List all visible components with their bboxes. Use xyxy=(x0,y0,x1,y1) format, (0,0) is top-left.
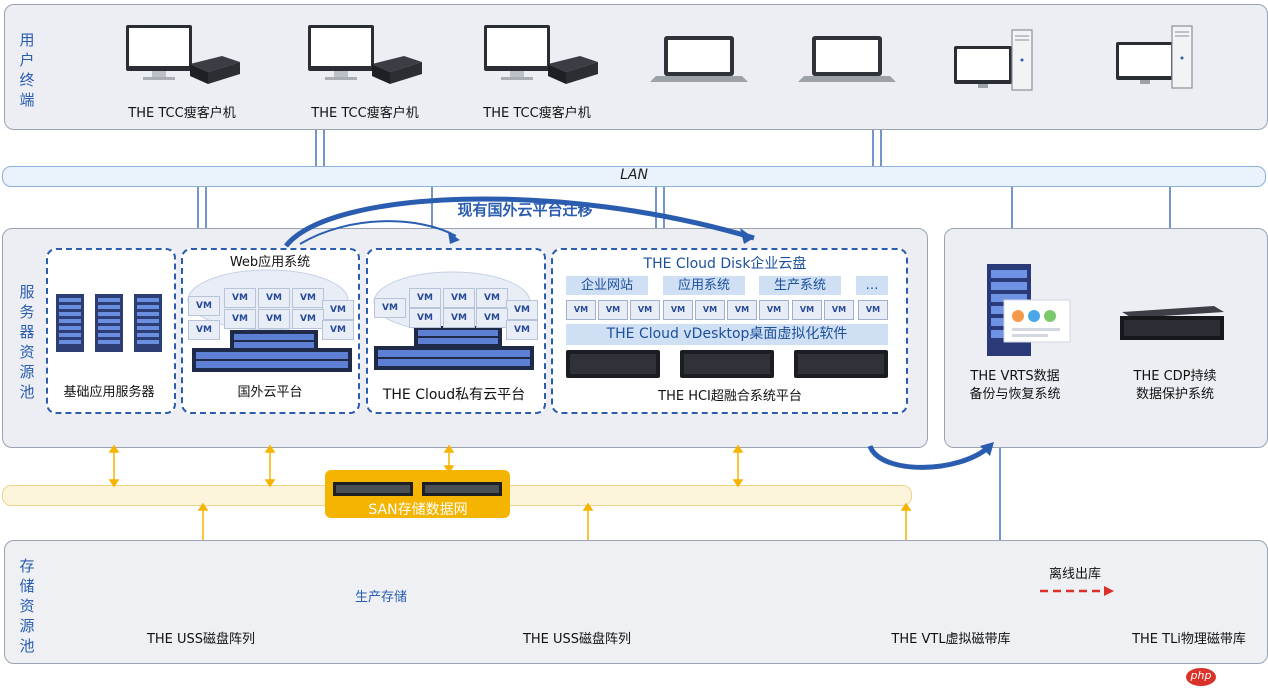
vm-tile: VM xyxy=(727,300,757,320)
vtl-label: THE VTL虚拟磁带库 xyxy=(891,632,1011,647)
watermark-logo xyxy=(1186,668,1216,686)
vm-tile: VM xyxy=(476,308,508,328)
web-system-label: Web应用系统 xyxy=(229,255,311,270)
thin-client-box-icon xyxy=(548,56,598,84)
rack-server-icon xyxy=(56,294,84,352)
rack-server-icon xyxy=(134,294,162,352)
blade-server-icon xyxy=(374,326,534,370)
chip-prod-system: 生产系统 xyxy=(759,276,841,295)
vm-tile: VM xyxy=(292,288,324,308)
migration-label: 现有国外云平台迁移 xyxy=(457,201,593,219)
vrts-label-line1: THE VRTS数据 xyxy=(970,369,1060,384)
blade-server-icon xyxy=(192,330,352,372)
storage-pool-section xyxy=(4,540,1268,664)
rack-server-icon xyxy=(95,294,123,352)
vm-tile: VM xyxy=(188,296,220,316)
private-cloud-label: THE Cloud私有云平台 xyxy=(382,387,526,403)
chip-enterprise-site: 企业网站 xyxy=(566,276,648,295)
thin-client-box-icon xyxy=(372,56,422,84)
tcc-client-label-1: THE TCC瘦客户机 xyxy=(128,106,236,121)
vm-tile: VM xyxy=(224,309,256,329)
vm-tile: VM xyxy=(506,300,538,320)
lan-label: LAN xyxy=(620,167,648,183)
production-storage-label: 生产存储 xyxy=(354,590,407,605)
vm-tile: VM xyxy=(443,288,475,308)
monitor-icon xyxy=(126,25,192,80)
cdp-appliance-icon xyxy=(1120,306,1224,340)
vrts-label-line2: 备份与恢复系统 xyxy=(969,387,1061,402)
desktop-pc-icon xyxy=(954,29,1033,91)
vm-tile: VM xyxy=(695,300,725,320)
vrts-server-icon xyxy=(987,264,1071,356)
vm-tile: VM xyxy=(409,308,441,328)
vdesktop-bar: THE Cloud vDesktop桌面虚拟化软件 xyxy=(566,324,888,345)
chip-app-system: 应用系统 xyxy=(663,276,745,295)
tcc-client-label-3: THE TCC瘦客户机 xyxy=(483,106,591,121)
uss-label-1: THE USS磁盘阵列 xyxy=(146,632,256,647)
vm-tile: VM xyxy=(506,320,538,340)
vm-tile: VM xyxy=(443,308,475,328)
offline-label: 离线出库 xyxy=(1048,567,1101,582)
vm-tile: VM xyxy=(224,288,256,308)
vm-tile: VM xyxy=(322,300,354,320)
monitor-icon xyxy=(308,25,374,80)
basic-server-label: 基础应用服务器 xyxy=(63,385,155,400)
thin-client-box-icon xyxy=(190,56,240,84)
cdp-label-line1: THE CDP持续 xyxy=(1133,369,1217,384)
vm-tile: VM xyxy=(476,288,508,308)
vm-tile: VM xyxy=(663,300,693,320)
lan-bar xyxy=(2,166,1266,187)
monitor-icon xyxy=(484,25,550,80)
vm-tile: VM xyxy=(188,320,220,340)
storage-pool-label: 存储资源池 xyxy=(19,557,35,655)
vm-tile: VM xyxy=(630,300,660,320)
vm-tile: VM xyxy=(566,300,596,320)
foreign-cloud-label: 国外云平台 xyxy=(237,385,303,400)
vm-tile: VM xyxy=(258,309,290,329)
uss-label-2: THE USS磁盘阵列 xyxy=(522,632,632,647)
vm-tile: VM xyxy=(824,300,854,320)
vm-tile: VM xyxy=(598,300,628,320)
vm-tile: VM xyxy=(292,309,324,329)
tcc-client-label-2: THE TCC瘦客户机 xyxy=(311,106,419,121)
vm-tile: VM xyxy=(858,300,888,320)
vm-tile: VM xyxy=(258,288,290,308)
hci-server-icon xyxy=(566,350,888,378)
user-terminal-label: 用户终端 xyxy=(19,31,35,109)
cdp-label-line2: 数据保护系统 xyxy=(1135,387,1214,402)
vm-tile: VM xyxy=(792,300,822,320)
vm-tile: VM xyxy=(759,300,789,320)
chip-more: … xyxy=(856,276,888,295)
server-pool-label: 服务器资源池 xyxy=(19,283,35,401)
laptop-icon xyxy=(650,36,748,82)
vm-tile: VM xyxy=(374,298,406,318)
tli-label: THE TLi物理磁带库 xyxy=(1132,632,1246,647)
vm-tile: VM xyxy=(409,288,441,308)
cloud-disk-label: THE Cloud Disk企业云盘 xyxy=(643,256,807,272)
vm-tile: VM xyxy=(322,320,354,340)
hci-label: THE HCI超融合系统平台 xyxy=(658,389,802,404)
laptop-icon xyxy=(798,36,896,82)
desktop-pc-icon xyxy=(1116,25,1193,89)
san-label: SAN存储数据网 xyxy=(368,502,468,518)
watermark-text: php xyxy=(1190,669,1212,682)
